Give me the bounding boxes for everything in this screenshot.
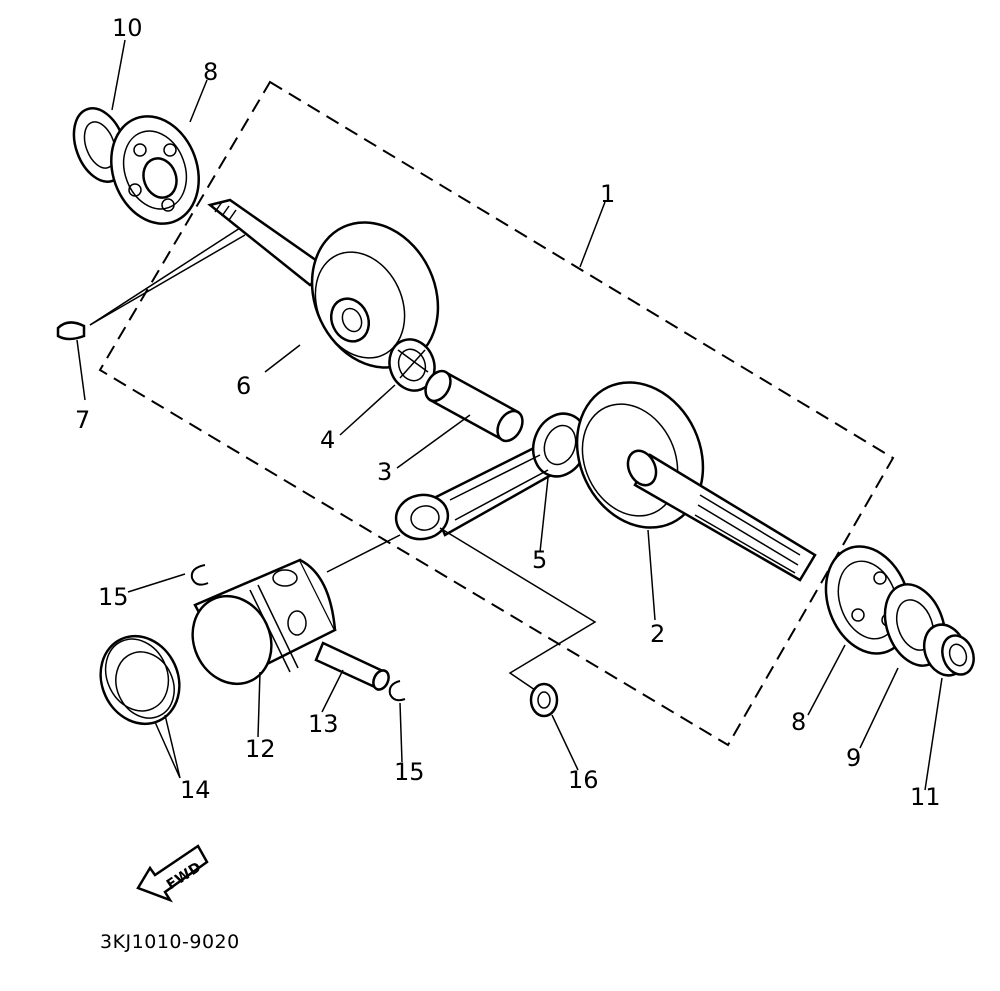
callout-15-left: 15 <box>98 583 129 611</box>
piston-pin-clip-15-right <box>388 680 406 702</box>
callout-1: 1 <box>600 180 615 208</box>
callout-11: 11 <box>910 783 941 811</box>
callout-15-right: 15 <box>394 758 425 786</box>
collar-11 <box>922 623 975 677</box>
piston-pin-13 <box>314 641 390 691</box>
fwd-arrow-icon: FWD <box>136 844 209 903</box>
callout-4: 4 <box>320 426 335 454</box>
callout-6: 6 <box>236 372 251 400</box>
callout-5: 5 <box>532 546 547 574</box>
callout-9: 9 <box>846 744 861 772</box>
crank-half-6 <box>207 198 440 369</box>
woodruff-key-7 <box>56 321 86 341</box>
callout-8-left: 8 <box>203 58 218 86</box>
callout-16: 16 <box>568 766 599 794</box>
diagram-part-number: 3KJ1010-9020 <box>100 931 240 953</box>
callout-10: 10 <box>112 14 143 42</box>
crank-half-2 <box>575 381 817 582</box>
callout-7: 7 <box>75 406 90 434</box>
callout-8-right: 8 <box>791 708 806 736</box>
callout-3: 3 <box>377 458 392 486</box>
callout-13: 13 <box>308 710 339 738</box>
callout-2: 2 <box>650 620 665 648</box>
bearing-8-left <box>110 115 200 225</box>
piston-12 <box>191 558 337 686</box>
connecting-rod-5 <box>394 412 589 541</box>
callout-12: 12 <box>245 735 276 763</box>
piston-ring-set-14 <box>99 634 181 726</box>
crankshaft-assembly-boundary <box>98 80 895 747</box>
needle-bearing-4 <box>388 338 436 392</box>
callout-14: 14 <box>180 776 211 804</box>
leader-lines <box>76 39 943 791</box>
small-end-bearing-16 <box>529 682 559 718</box>
piston-pin-clip-15-left <box>190 564 209 586</box>
crank-pin-3 <box>424 369 524 443</box>
